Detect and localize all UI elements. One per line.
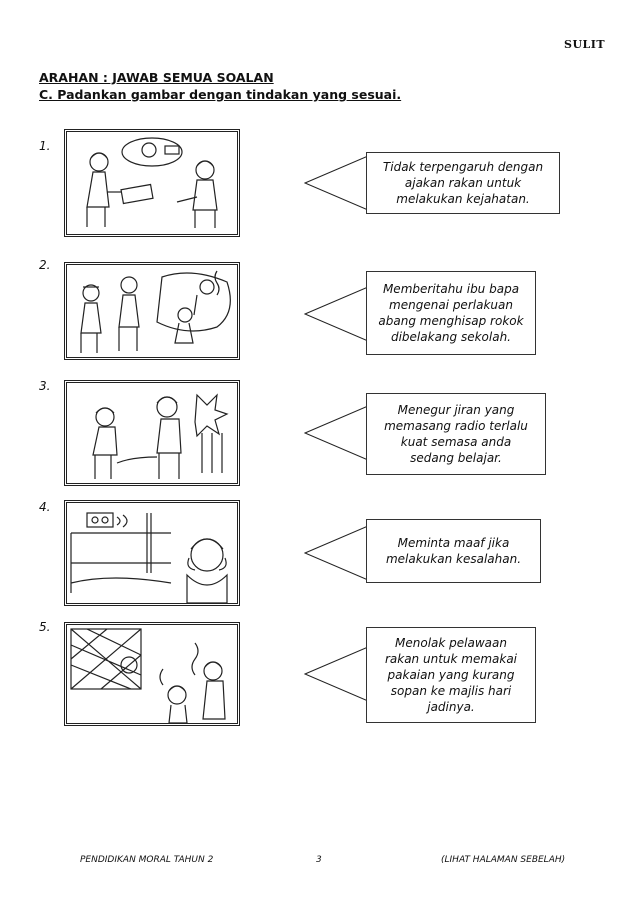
answer-box[interactable]: Meminta maaf jika melakukan kesalahan. bbox=[366, 519, 541, 583]
question-number: 4. bbox=[39, 500, 51, 514]
footer-next-page: (LIHAT HALAMAN SEBELAH) bbox=[441, 855, 566, 865]
answer-box[interactable]: Menolak pelawaan rakan untuk memakai pak… bbox=[366, 627, 536, 723]
confidential-label: SULIT bbox=[564, 38, 606, 51]
instruction-subtitle: C. Padankan gambar dengan tindakan yang … bbox=[39, 87, 402, 102]
instruction-title: ARAHAN : JAWAB SEMUA SOALAN bbox=[39, 70, 274, 85]
arrow-left-icon bbox=[304, 286, 374, 342]
arrow-left-icon bbox=[304, 405, 374, 461]
answer-box[interactable]: Memberitahu ibu bapa mengenai perlakuan … bbox=[366, 271, 536, 355]
arrow-left-icon bbox=[304, 646, 374, 702]
question-number: 5. bbox=[39, 620, 51, 634]
answer-box[interactable]: Menegur jiran yang memasang radio terlal… bbox=[366, 393, 546, 475]
answer-box[interactable]: Tidak terpengaruh dengan ajakan rakan un… bbox=[366, 152, 560, 214]
footer-subject: PENDIDIKAN MORAL TAHUN 2 bbox=[80, 855, 214, 865]
picture-5-illustration bbox=[64, 622, 240, 726]
picture-4-illustration bbox=[64, 500, 240, 606]
picture-3-illustration bbox=[64, 380, 240, 486]
picture-2-illustration bbox=[64, 262, 240, 360]
arrow-left-icon bbox=[304, 525, 374, 581]
picture-1-illustration bbox=[64, 129, 240, 237]
arrow-left-icon bbox=[304, 155, 374, 211]
page-number: 3 bbox=[316, 855, 322, 865]
question-number: 2. bbox=[39, 258, 51, 272]
question-number: 1. bbox=[39, 139, 51, 153]
question-number: 3. bbox=[39, 379, 51, 393]
